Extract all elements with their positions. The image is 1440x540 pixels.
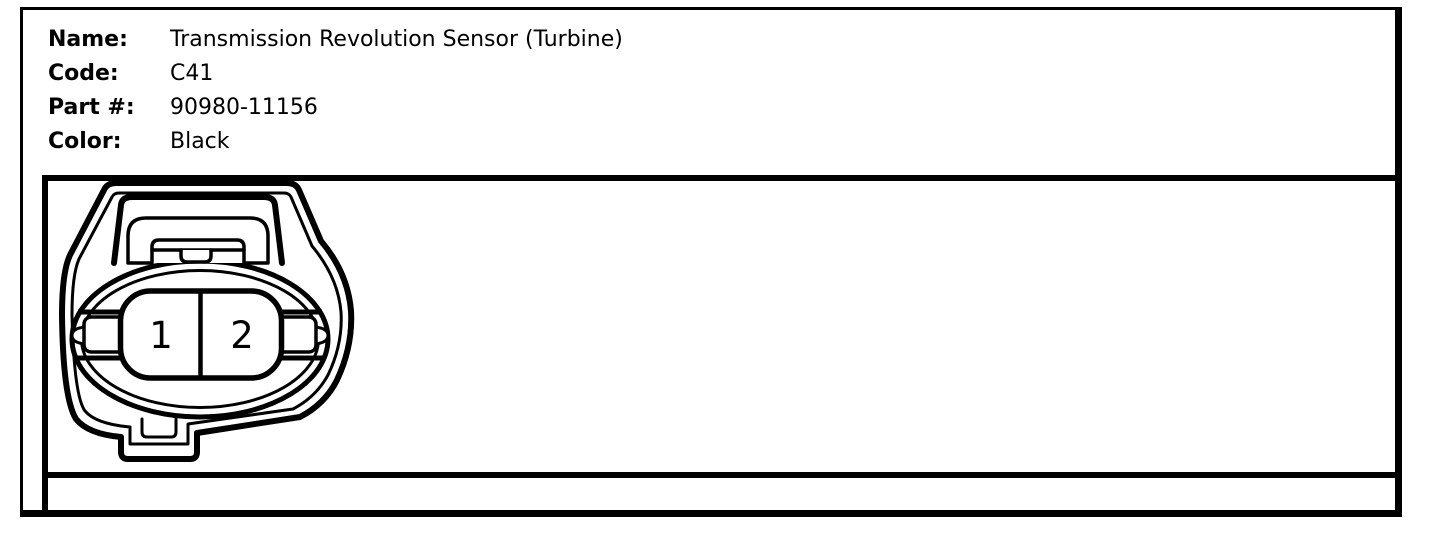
shell-outer-line	[59, 181, 355, 462]
field-value: 90980-11156	[170, 95, 318, 120]
connector-info-card: Name: Transmission Revolution Sensor (Tu…	[20, 7, 1402, 517]
diagram-footer-divider	[42, 472, 1395, 478]
shell-inner-line	[70, 191, 343, 446]
field-label: Code:	[48, 61, 119, 86]
field-value: Black	[170, 129, 230, 154]
latch-center-tab	[179, 248, 213, 264]
field-label: Name:	[48, 27, 128, 52]
field-label: Color:	[48, 129, 122, 154]
right-wing-rails	[276, 309, 324, 361]
side-wings	[70, 309, 330, 361]
field-row-code: Code: C41	[48, 57, 623, 91]
connector-header-fields: Name: Transmission Revolution Sensor (Tu…	[48, 23, 623, 159]
pin-1-label: 1	[149, 314, 173, 357]
field-value: C41	[170, 61, 214, 86]
connector-face-diagram: 1 2	[59, 181, 355, 462]
field-label: Part #:	[48, 95, 135, 120]
terminal-housing: 1 2	[117, 288, 285, 381]
latch-bridge	[126, 216, 270, 265]
locking-latch	[111, 194, 285, 266]
field-value: Transmission Revolution Sensor (Turbine)	[170, 27, 623, 52]
field-row-color: Color: Black	[48, 125, 623, 159]
keying-notch-inner-line	[140, 417, 178, 439]
connector-diagram-panel: 1 2	[42, 175, 1395, 510]
field-row-name: Name: Transmission Revolution Sensor (Tu…	[48, 23, 623, 57]
left-wing-rails	[76, 309, 124, 361]
connector-shell	[59, 181, 355, 462]
field-row-part-number: Part #: 90980-11156	[48, 91, 623, 125]
pin-2-label: 2	[230, 314, 254, 357]
